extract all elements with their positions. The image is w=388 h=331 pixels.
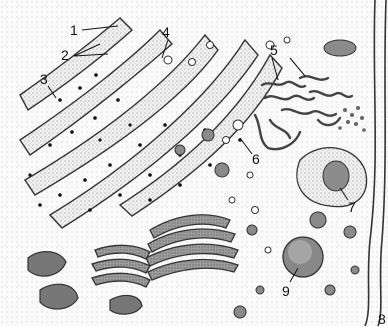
label-6: 6 <box>252 151 260 167</box>
label-1: 1 <box>70 22 78 38</box>
label-4: 4 <box>162 24 170 40</box>
label-7: 7 <box>348 199 356 215</box>
label-3: 3 <box>40 71 48 87</box>
label-8: 8 <box>378 311 386 326</box>
organelle-top-right <box>324 40 356 56</box>
label-9: 9 <box>282 283 290 299</box>
vesicle-large <box>297 148 367 207</box>
vacuole <box>283 237 323 277</box>
label-5: 5 <box>270 42 278 58</box>
label-2: 2 <box>61 47 69 63</box>
